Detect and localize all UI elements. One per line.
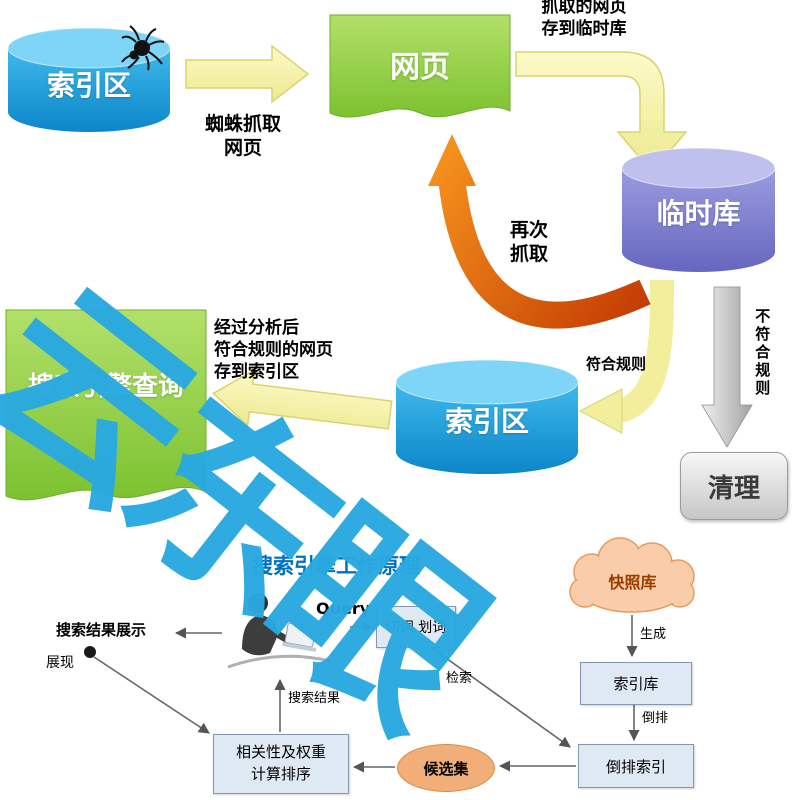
ranking-box: 相关性及权重 计算排序 — [213, 734, 349, 794]
arrow-crawl-right — [185, 44, 310, 104]
crawl-label-line1: 蜘蛛抓取 — [204, 113, 281, 135]
flow-connectors — [93, 615, 640, 773]
cleanup-label: 清理 — [707, 473, 760, 504]
query-label: Query — [316, 599, 371, 618]
analyze-label-line3: 存到索引区 — [214, 361, 299, 382]
result-display-label: 搜索结果展示 — [56, 621, 147, 639]
inverted-index-label: 倒排索引 — [605, 757, 666, 776]
index-db2-cylinder — [395, 359, 579, 474]
crawl-label: 蜘蛛抓取 网页 — [187, 112, 299, 161]
person-at-computer-illustration — [227, 593, 331, 669]
cleanup-box: 清理 — [680, 452, 788, 520]
analyze-label-line1: 经过分析后 — [214, 318, 299, 338]
match-rule-label: 符合规则 — [586, 355, 647, 373]
inverted-small-label: 倒排 — [642, 711, 669, 726]
candidate-set-ellipse: 候选集 — [397, 744, 495, 792]
analyze-label-line2: 符合规则的网页 — [214, 339, 333, 360]
endpoint-dot — [84, 646, 96, 658]
inverted-index-box: 倒排索引 — [578, 744, 694, 788]
index-db-label: 索引区 — [46, 69, 131, 102]
query-doc-label: 搜索引擎查询 — [27, 372, 184, 402]
search-result-label: 搜索结果 — [288, 691, 341, 706]
store-label: 抓取的网页 存到临时库 — [508, 0, 660, 41]
webpage-document-shape — [329, 14, 511, 118]
temp-db-cylinder — [621, 147, 776, 272]
generate-label: 生成 — [640, 627, 667, 642]
snapshot-cloud-label: 快照库 — [608, 573, 657, 592]
no-match-rule-label: 不符合规则 — [753, 308, 772, 398]
ranking-line2: 计算排序 — [250, 765, 311, 783]
snapshot-cloud-shape — [569, 537, 695, 613]
arrow-match-rule — [578, 279, 674, 434]
arrow-query-left — [212, 368, 393, 430]
arrow-display-to-ranking — [93, 656, 210, 734]
ranking-line1: 相关性及权重 — [235, 743, 326, 762]
display-label: 展现 — [46, 655, 74, 671]
index-lib-box: 索引库 — [580, 662, 692, 705]
temp-db-label: 临时库 — [656, 197, 741, 230]
index-lib-label: 索引库 — [613, 675, 659, 693]
arrow-recrawl-orange — [428, 134, 651, 329]
store-label-line2: 存到临时库 — [541, 18, 627, 39]
recrawl-label: 再次 抓取 — [496, 218, 562, 267]
analyze-label: 经过分析后 符合规则的网页 存到索引区 — [214, 318, 333, 383]
webpage-label: 网页 — [390, 50, 450, 85]
index-db2-label: 索引区 — [444, 405, 529, 438]
recrawl-label-line1: 再次 — [509, 219, 548, 241]
retrieve-label: 检索 — [446, 671, 473, 686]
spider-icon — [121, 25, 165, 71]
arrow-segment-to-inverted — [431, 647, 571, 748]
crawl-label-line2: 网页 — [223, 137, 262, 160]
query-document-shape — [5, 309, 207, 501]
candidate-label: 候选集 — [423, 759, 469, 778]
store-label-line1: 抓取的网页 — [541, 0, 627, 17]
arrow-no-match-rule — [701, 286, 753, 448]
segment-box: 切词 划词 — [376, 606, 456, 648]
recrawl-label-line2: 抓取 — [509, 243, 548, 266]
segment-box-label: 切词 划词 — [385, 620, 447, 636]
bottom-heading: 搜索引擎工作原理 — [252, 554, 420, 578]
